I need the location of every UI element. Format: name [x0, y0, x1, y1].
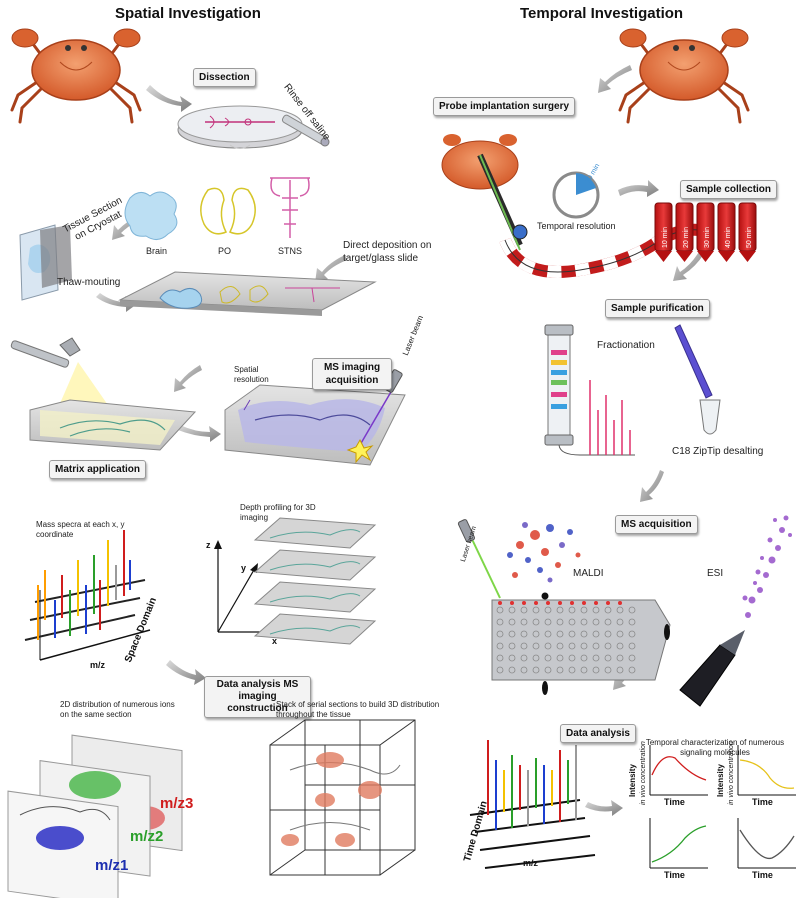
direct-deposition-label: Direct deposition on target/glass slide: [343, 240, 432, 264]
sample-purification-label: Sample purification: [605, 299, 710, 318]
data-analysis-spatial-label: Data analysis MS imaging construction: [204, 676, 311, 718]
esi-emitter: [679, 630, 745, 707]
axis-z-label: z: [206, 540, 211, 550]
ziptip-illustration: [674, 324, 721, 435]
maldi-plate: [457, 519, 671, 695]
ms-imaging-slide: [224, 369, 406, 466]
curve-plot-bottom-right: [737, 818, 796, 869]
tube-5-label: 50 min: [746, 226, 753, 248]
esi-spray: [742, 515, 792, 618]
fractionation-label: Fractionation: [597, 340, 655, 351]
spatial-header: Spatial Investigation: [115, 5, 261, 22]
spatial-resolution-label: Spatial resolution: [234, 365, 269, 384]
matrix-application-label: Matrix application: [49, 460, 147, 479]
matrix-slide: [29, 399, 197, 451]
stns-organ-illustration: [270, 177, 310, 238]
temporal-resolution-label: Temporal resolution: [537, 221, 616, 231]
tube-3-label: 30 min: [704, 226, 711, 248]
ms-acquisition-label: MS acquisition: [615, 515, 698, 534]
arrow-to-sample-collection: [618, 180, 659, 197]
arrow-direct-deposition: [315, 255, 347, 283]
tube-1-label: 10 min: [662, 226, 669, 248]
brain-organ-illustration: [124, 191, 178, 240]
arrow-to-temporal-plots: [585, 800, 623, 816]
time-label-top-left: Time: [664, 797, 685, 807]
data-analysis-temporal-label: Data analysis: [560, 724, 636, 743]
probe-surgery-label: Probe implantation surgery: [433, 97, 576, 116]
in-vivo-label-right: in vivo concentration: [728, 741, 735, 805]
temporal-characterization-label: Temporal characterization of numerous si…: [645, 738, 785, 757]
intensity-label-right: Intensity: [716, 764, 725, 797]
curve-plot-top-right: [737, 745, 796, 796]
dissection-label: Dissection: [193, 68, 256, 87]
arrow-crab-to-dissection: [146, 85, 192, 112]
time-label-bottom-right: Time: [752, 870, 773, 880]
maldi-ion-plume: [507, 522, 581, 583]
organ-brain-label: Brain: [146, 246, 168, 256]
ms-imaging-label: MS imaging acquisition: [312, 358, 392, 390]
petri-dish-illustration: [177, 105, 303, 149]
intensity-label-left: Intensity: [628, 764, 637, 797]
tube-2-label: 20 min: [683, 226, 690, 248]
ion-distribution-3d-cube: [269, 719, 416, 876]
spatial-mz-axis-label: m/z: [90, 660, 106, 670]
temporal-mz-axis-label: m/z: [523, 858, 539, 868]
airbrush-illustration: [10, 337, 110, 408]
esi-label: ESI: [707, 568, 724, 579]
tube-3: [696, 202, 715, 262]
crab-right-illustration: [618, 28, 750, 124]
curve-plot-top-left: [649, 745, 708, 796]
mz1-label: m/z1: [95, 857, 129, 874]
temporal-mass-spectra: [469, 740, 596, 869]
crab-left-illustration: [10, 28, 142, 124]
time-label-top-right: Time: [752, 797, 773, 807]
depth-profiling-label: Depth profiling for 3D imaging: [240, 503, 316, 522]
stack-3d-label: Stack of serial sections to build 3D dis…: [276, 700, 440, 719]
po-organ-illustration: [200, 187, 256, 235]
distribution-2d-label: 2D distribution of numerous ions on the …: [60, 700, 175, 719]
tube-2: [675, 202, 694, 262]
arrow-to-crab-temporal: [598, 65, 632, 93]
timer-icon: [552, 171, 600, 219]
axis-x-label: x: [272, 636, 278, 646]
axis-y-label: y: [241, 563, 247, 573]
arrow-to-data-analysis-spatial: [166, 660, 206, 685]
organ-stns-label: STNS: [278, 246, 303, 256]
arrow-to-ms-acquisition: [640, 470, 664, 502]
fractionation-column: [544, 324, 635, 456]
tube-4-label: 40 min: [725, 226, 732, 248]
maldi-label: MALDI: [573, 568, 604, 579]
tube-4: [717, 202, 736, 262]
in-vivo-label-left: in vivo concentration: [640, 741, 647, 805]
mz2-label: m/z2: [130, 828, 164, 845]
tube-1: [654, 202, 673, 262]
thaw-mounting-label: Thaw-mouting: [57, 277, 121, 288]
sample-collection-label: Sample collection: [680, 180, 778, 199]
mz3-label: m/z3: [160, 795, 194, 812]
sample-tubes-illustration: [654, 202, 757, 262]
arrow-to-matrix: [174, 365, 202, 392]
arrow-to-purification: [673, 250, 705, 281]
mass-spectra-label: Mass specra at each x, y coordinate: [36, 520, 125, 539]
organ-po-label: PO: [218, 246, 232, 256]
spatial-mass-spectra: [24, 530, 151, 661]
tube-5: [738, 202, 757, 262]
probe-surgery-illustration: [441, 134, 528, 251]
curve-plot-bottom-left: [649, 818, 708, 869]
deposition-slide: [118, 271, 377, 316]
rinse-bottle-illustration: [281, 114, 330, 147]
arrow-matrix-to-ms: [178, 425, 221, 442]
ziptip-label: C18 ZipTip desalting: [672, 446, 764, 457]
time-label-bottom-left: Time: [664, 870, 685, 880]
temporal-header: Temporal Investigation: [520, 5, 684, 22]
stacked-tissue-slides: [253, 517, 377, 645]
ion-distribution-2d: [7, 734, 183, 898]
fractionation-peaks: [589, 380, 631, 455]
cryostat-block-illustration: [19, 224, 72, 301]
